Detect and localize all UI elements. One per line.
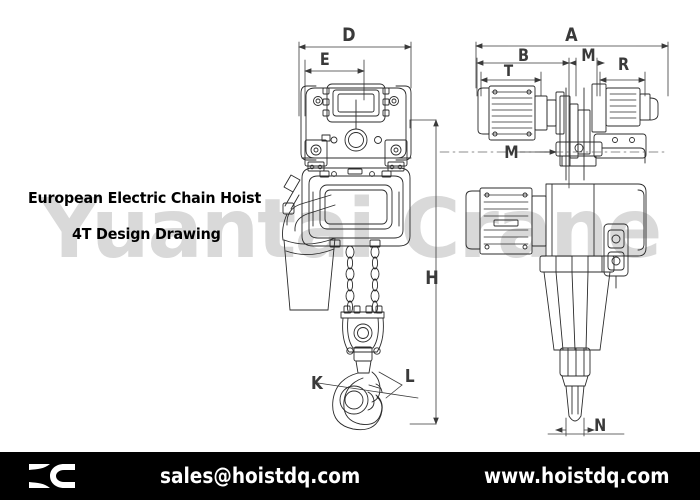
control-box-upper: [591, 83, 659, 133]
pendant-cable-arm: [282, 174, 301, 241]
dim-label-R: R: [617, 55, 630, 75]
travel-motor-lower: [465, 187, 547, 255]
front-elevation-view: [282, 41, 439, 431]
lifting-hook: [332, 371, 383, 431]
company-logo-icon: [29, 464, 75, 488]
title-line-primary: European Electric Chain Hoist: [28, 189, 262, 207]
title-line-secondary: 4T Design Drawing: [72, 225, 221, 244]
dim-label-E: E: [319, 50, 330, 70]
trolley-frame: [300, 83, 412, 161]
load-chain: [345, 245, 380, 314]
dim-label-A: A: [565, 24, 578, 46]
dimension-A: [475, 41, 669, 97]
leader-L: [378, 371, 403, 399]
dimension-B: [476, 57, 570, 189]
footer-bar: sales@hoistdq.com www.hoistdq.com: [0, 452, 700, 500]
leader-K: [317, 382, 419, 399]
hook-shank: [559, 347, 591, 422]
dim-label-M-mid: M: [504, 143, 519, 163]
footer-email[interactable]: sales@hoistdq.com: [160, 464, 361, 488]
dimension-M: [569, 57, 605, 97]
title-block: European Electric Chain Hoist 4T Design …: [28, 190, 268, 243]
side-plan-view: [439, 41, 669, 437]
dim-label-L: L: [404, 366, 415, 387]
hoist-body: [301, 167, 411, 248]
dimension-N: [547, 417, 625, 437]
dim-label-N: N: [594, 416, 607, 436]
gearbox-shaft-assembly: [539, 87, 647, 181]
trolley-wheels: [301, 139, 412, 172]
dimension-T: [480, 71, 542, 97]
dimension-E: [304, 59, 365, 117]
chain-guide: [539, 255, 615, 351]
watermark-text: Yuantai Crane: [39, 182, 663, 277]
travel-motor-left: [477, 85, 565, 141]
hook-block: [340, 305, 385, 374]
dim-label-T: T: [503, 61, 514, 80]
footer-website[interactable]: www.hoistdq.com: [483, 464, 669, 488]
dimension-D: [298, 41, 412, 117]
hoist-body-side: [545, 183, 647, 257]
chain-container-bag: [283, 194, 336, 311]
dim-label-D: D: [342, 24, 356, 46]
dimension-H: [409, 119, 439, 425]
dim-label-M-top: M: [581, 46, 596, 66]
dim-label-K: K: [311, 373, 323, 394]
dimension-R: [599, 71, 646, 97]
dim-label-H: H: [425, 267, 439, 289]
dim-label-B: B: [517, 46, 529, 66]
control-box-right: [603, 223, 629, 289]
